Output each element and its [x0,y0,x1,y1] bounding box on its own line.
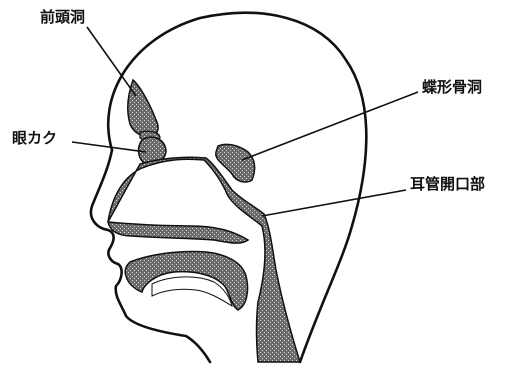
label-frontal-sinus: 前頭洞 [40,10,85,25]
label-orbit: 眼カク [12,131,57,146]
label-eustachian-tube-opening: 耳管開口部 [410,177,485,192]
label-sphenoid-sinus: 蝶形骨洞 [422,80,482,95]
leader-eustachian-tube [262,190,406,216]
leader-frontal-sinus [87,27,136,96]
frontal-sinus-shape [128,80,158,137]
leader-sphenoid-sinus [242,92,418,160]
